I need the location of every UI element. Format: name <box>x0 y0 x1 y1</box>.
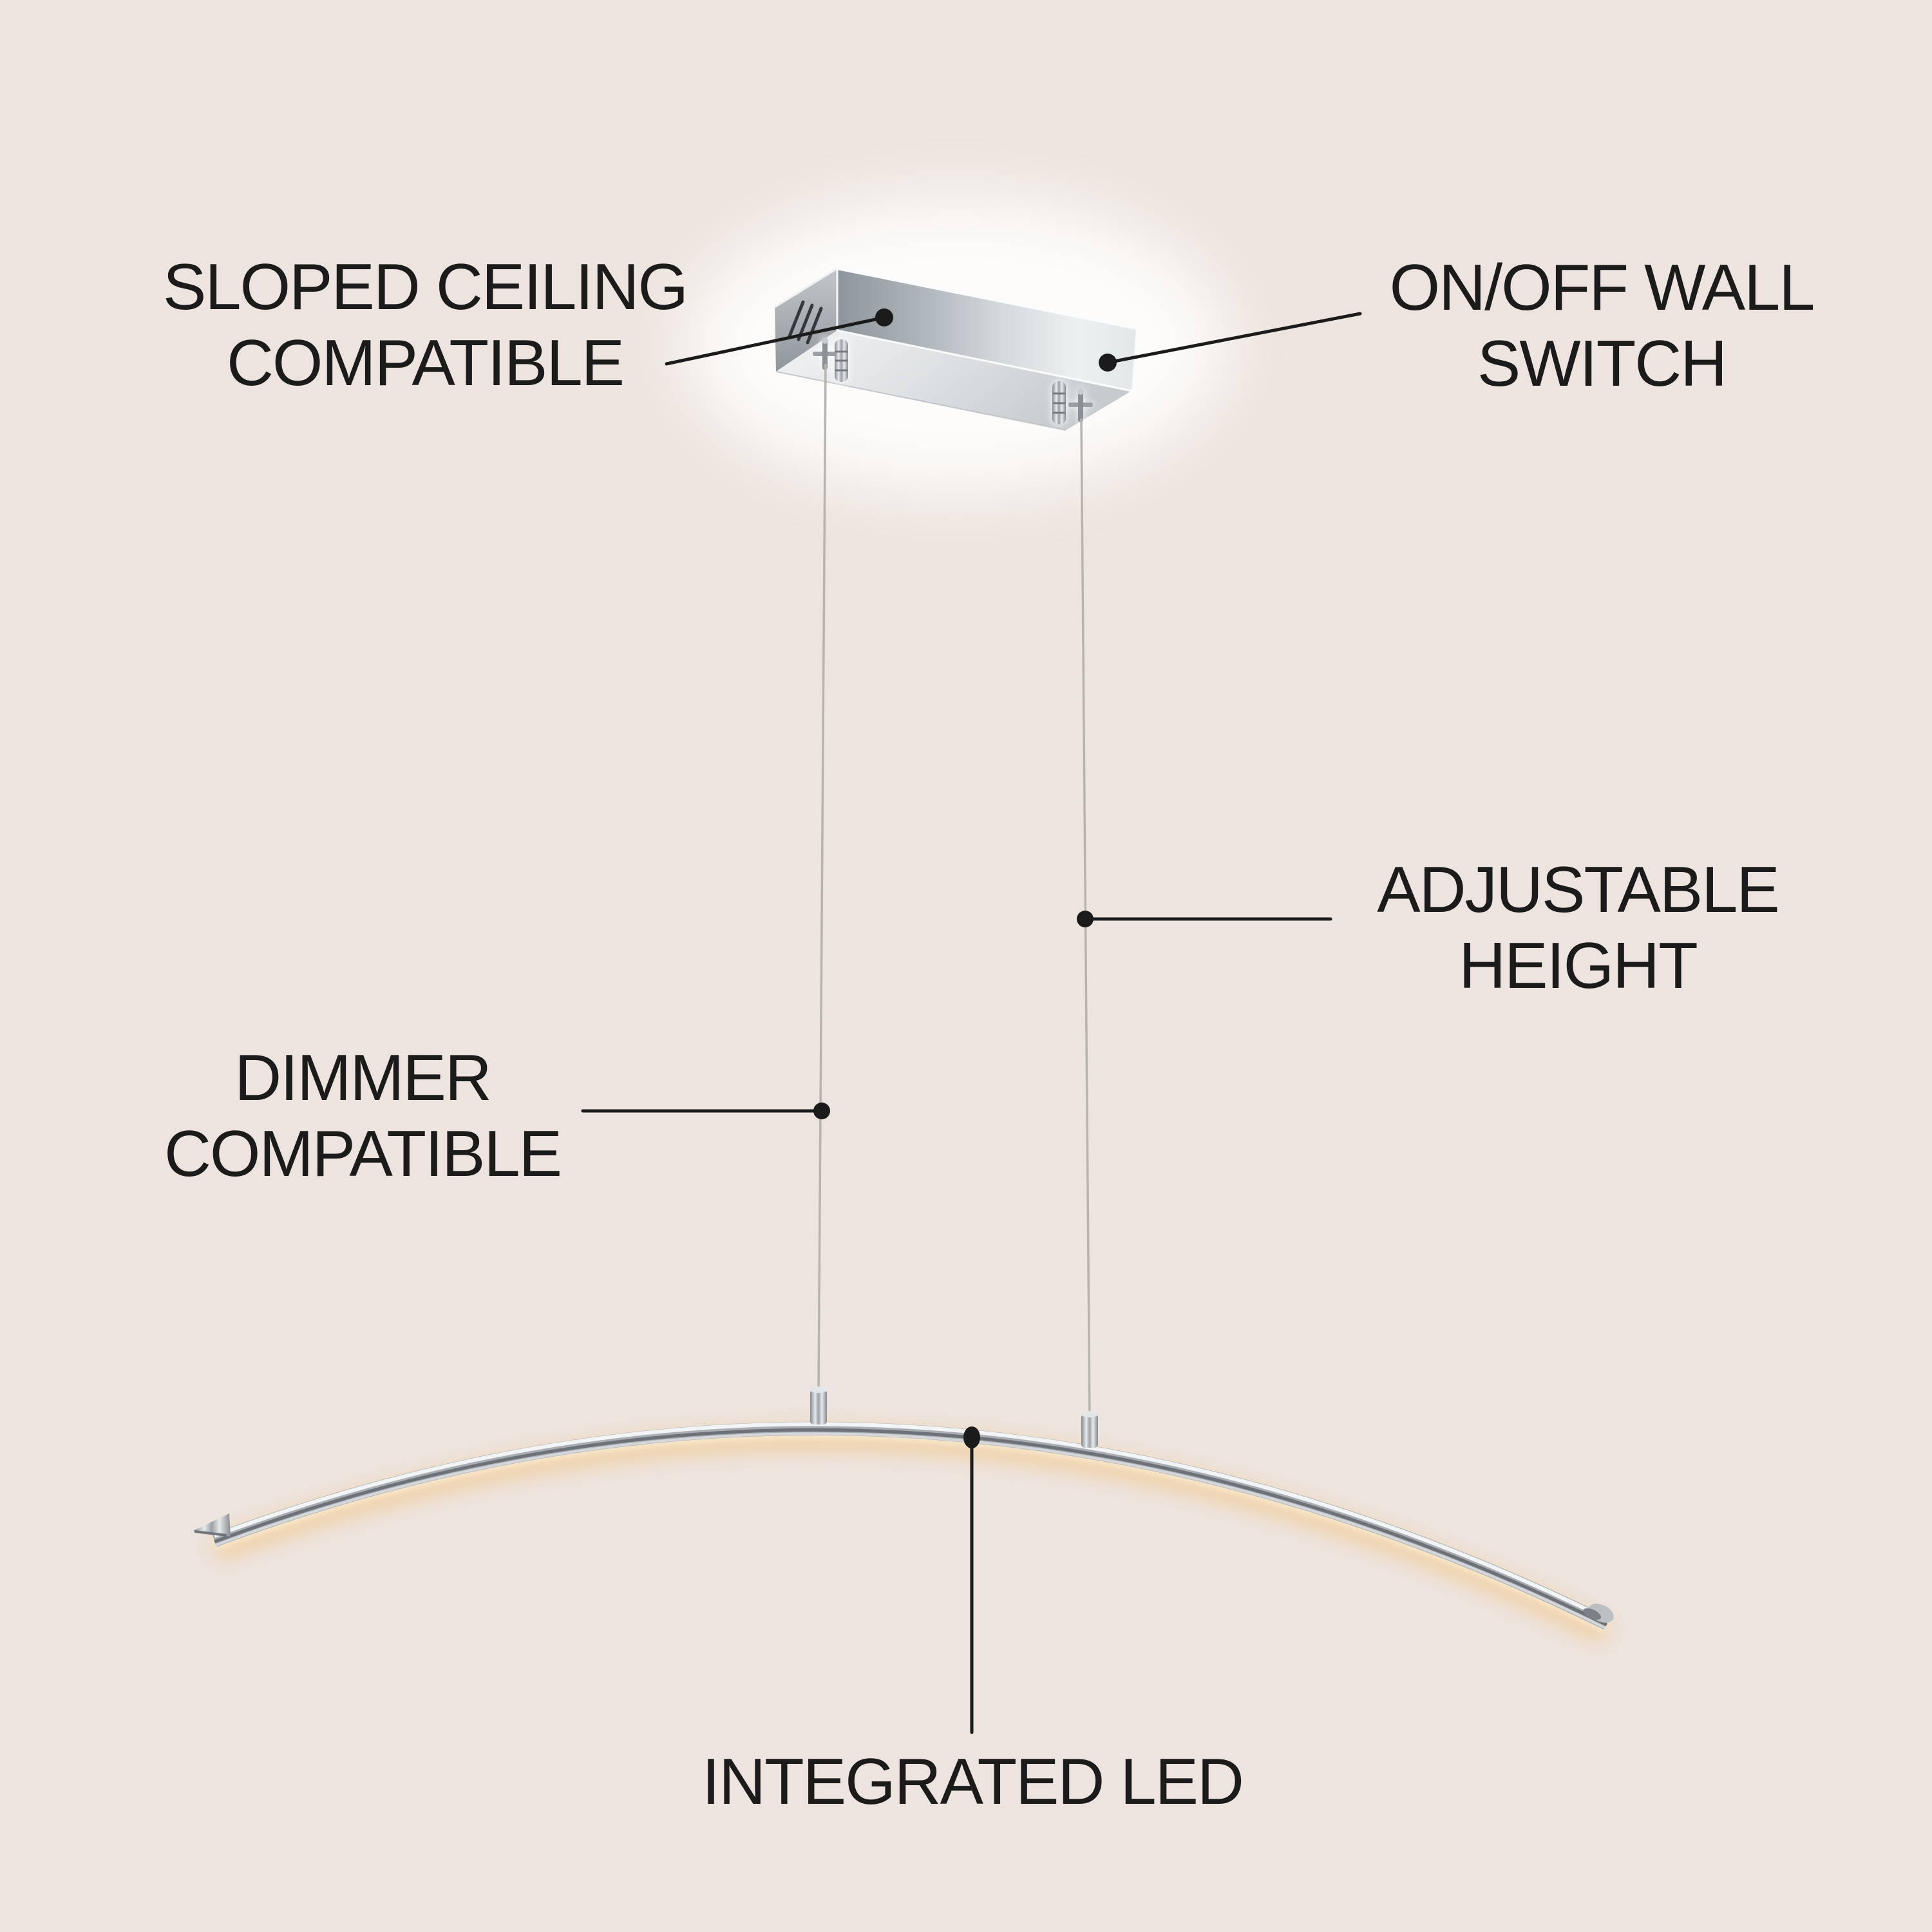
callout-leader-lines <box>581 312 1362 1734</box>
callout-label-dimmer-compatible: DIMMER COMPATIBLE <box>164 1040 562 1192</box>
callout-label-adjustable-height: ADJUSTABLE HEIGHT <box>1377 852 1780 1004</box>
suspension-cable-left <box>817 363 827 1393</box>
callout-label-on-off-wall-switch: ON/OFF WALL SWITCH <box>1389 250 1815 402</box>
leader-line-sloped-ceiling <box>665 316 886 366</box>
callout-text-line: COMPATIBLE <box>226 327 625 399</box>
callout-dot-integrated-led <box>963 1426 980 1448</box>
canopy-bottom-edge-highlight <box>837 329 1132 392</box>
callout-label-integrated-led: INTEGRATED LED <box>702 1744 1244 1820</box>
canopy-bottom-face <box>776 330 1132 430</box>
leader-line-on-off-switch <box>1106 312 1362 365</box>
callout-text-line: INTEGRATED LED <box>702 1746 1244 1818</box>
callout-text-line: DIMMER <box>234 1042 492 1114</box>
canopy-left-edge-highlight <box>774 267 838 308</box>
callout-text-line: HEIGHT <box>1459 930 1698 1002</box>
callout-dot-on-off-switch <box>1099 354 1117 372</box>
callout-text-line: ON/OFF WALL <box>1389 252 1815 324</box>
cable-adjuster-left <box>813 337 848 382</box>
light-bar-left-end-cap <box>193 1513 231 1537</box>
cable-adjuster-right <box>1052 381 1093 424</box>
bar-connector-right <box>1081 1411 1098 1448</box>
callout-text-line: SWITCH <box>1477 328 1727 400</box>
light-bar-tube <box>212 1421 1610 1630</box>
bar-connector-left <box>810 1387 827 1425</box>
light-bar-top-highlight <box>213 1422 1608 1621</box>
light-bar-right-end-cap <box>1583 1604 1614 1623</box>
callout-text-line: SLOPED CEILING <box>163 251 688 323</box>
callout-dot-adjustable-height <box>1077 911 1094 927</box>
callout-text-line: ADJUSTABLE <box>1377 854 1780 926</box>
callout-text-line: COMPATIBLE <box>164 1118 562 1190</box>
light-bar <box>193 1387 1614 1630</box>
canopy-top-edge-highlight <box>837 267 1137 330</box>
callout-dot-dimmer <box>813 1103 830 1119</box>
callout-dot-sloped-ceiling <box>875 308 893 327</box>
canopy-far-edge <box>775 371 1066 431</box>
light-bar-left-tip-shade <box>194 1530 227 1537</box>
ceiling-canopy <box>774 267 1137 431</box>
callout-label-sloped-ceiling-compatible: SLOPED CEILING COMPATIBLE <box>163 249 688 401</box>
light-bar-bottom-sheen <box>214 1432 1607 1630</box>
canopy-front-face <box>837 269 1136 391</box>
callout-dots <box>813 308 1117 1448</box>
light-bar-center-shade <box>214 1428 1608 1627</box>
